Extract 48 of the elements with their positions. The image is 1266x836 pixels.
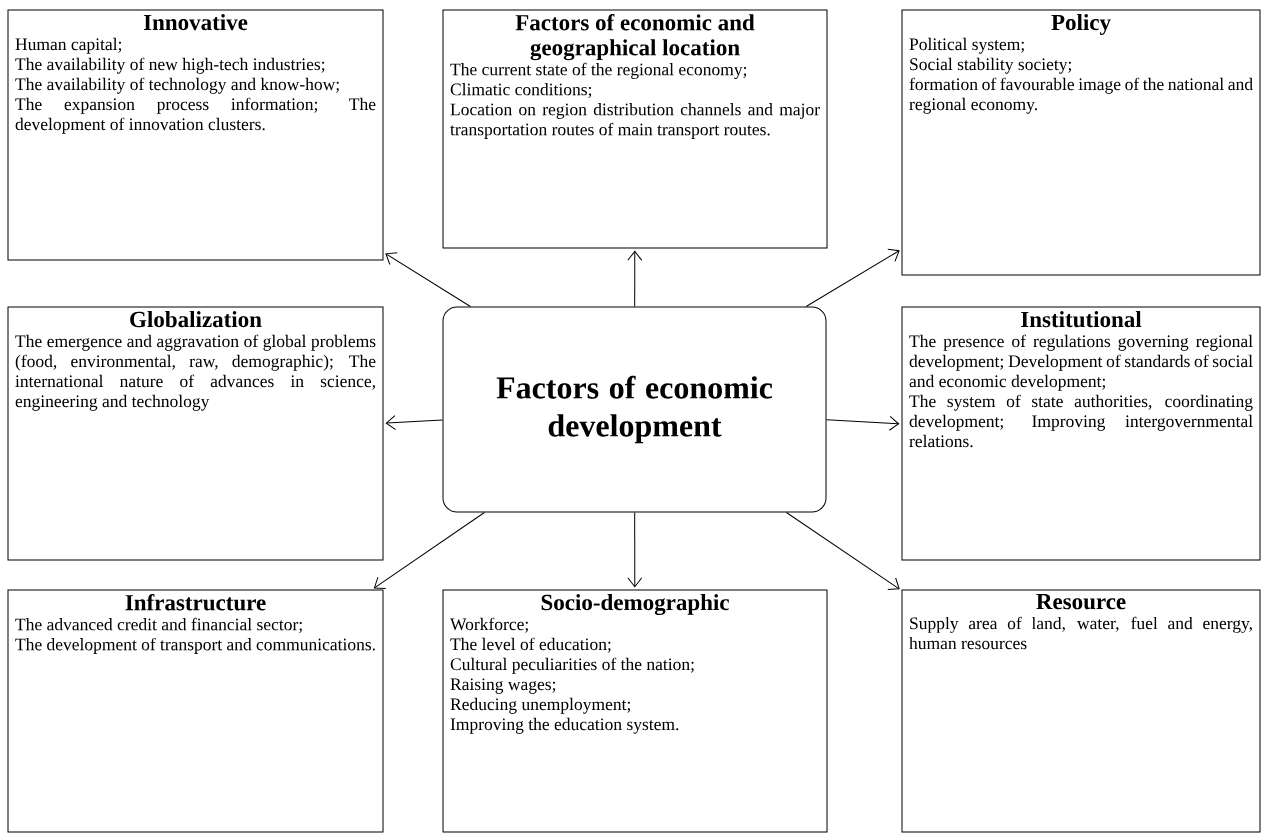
arrow	[373, 512, 485, 590]
factor-box	[901, 589, 1261, 833]
factor-box	[901, 306, 1261, 561]
arrow	[627, 250, 643, 307]
center-title: Factors of economic development	[496, 375, 773, 444]
box-text: The advanced credit and financial sector;	[15, 617, 302, 633]
box-text: Cultural peculiarities of the nation;	[450, 657, 694, 674]
arrow	[627, 512, 643, 588]
box-text: Raising wages;	[450, 678, 556, 694]
arrow	[385, 252, 471, 307]
box-text: formation of favourable image of the national and regional economy.	[909, 77, 1253, 114]
box-text: The availability of technology and know-how;	[15, 77, 339, 94]
center-box	[442, 306, 827, 513]
box-text: Human capital;	[15, 37, 122, 54]
factor-box	[7, 306, 384, 561]
box-text: The expansion process information; The development of innovation clusters.	[15, 97, 376, 134]
box-heading: Infrastructure	[125, 594, 266, 611]
box-text: The development of transport and communications.	[15, 637, 375, 654]
box-heading: Factors of economic and geographical location	[515, 14, 755, 61]
arrow	[385, 415, 443, 431]
box-text: Workforce;	[450, 617, 528, 633]
factor-box	[901, 9, 1261, 276]
box-text: The presence of regulations governing regional development; Development of standards of social and economic development;	[909, 334, 1253, 391]
arrow	[785, 512, 900, 591]
arrow	[826, 415, 900, 431]
box-text: Political system;	[909, 37, 1024, 54]
box-heading: Resource	[1036, 594, 1126, 610]
box-text: Supply area of land, water, fuel and energy, human resources	[909, 616, 1252, 650]
box-text: Location on region distribution channels and major transportation routes of main transport routes.	[450, 103, 820, 139]
factor-box	[7, 9, 384, 261]
box-heading: Institutional	[1021, 311, 1142, 328]
factor-box	[442, 589, 828, 833]
box-text: Social stability society;	[910, 57, 1071, 74]
box-text: Climatic conditions;	[450, 83, 592, 98]
arrow	[805, 248, 900, 307]
box-text: The availability of new high-tech industries;	[15, 57, 325, 74]
box-heading: Socio-demographic	[541, 594, 729, 616]
box-heading: Globalization	[130, 311, 262, 328]
box-text: The emergence and aggravation of global problems (food, environmental, raw, demographic); The international nature of advances in science, engineering and technology	[15, 334, 376, 411]
box-text: Improving the education system.	[450, 717, 679, 734]
box-heading: Innovative	[143, 14, 248, 31]
box-text: The level of education;	[450, 637, 611, 653]
box-heading: Policy	[1051, 14, 1111, 35]
box-text: The current state of the regional economy;	[450, 62, 747, 79]
box-text: Reducing unemployment;	[450, 697, 630, 714]
factor-box	[442, 9, 828, 249]
box-text: The system of state authorities, coordinating development; Improving intergovernmental relations.	[909, 394, 1253, 448]
factor-box	[7, 589, 384, 833]
